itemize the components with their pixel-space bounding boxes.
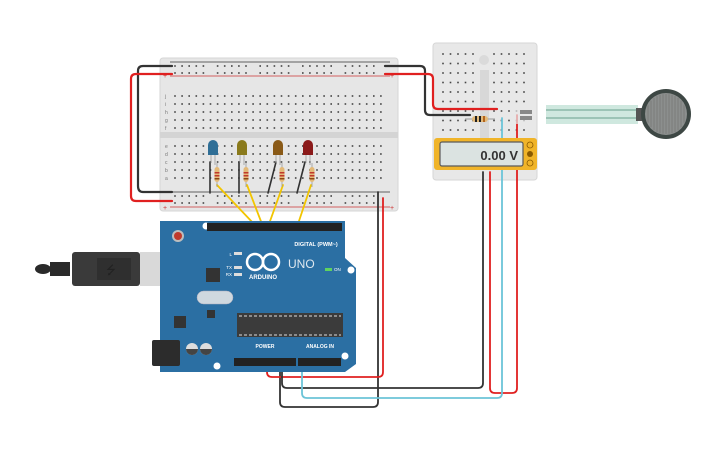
rail-plus-label-top: +	[163, 73, 167, 80]
resistor-mini[interactable]	[465, 116, 495, 122]
wire-yellow-1[interactable]	[216, 184, 255, 225]
led-tx-label: TX	[226, 265, 232, 270]
rail-plus-label-bottom: +	[163, 205, 167, 212]
terminal-a[interactable]	[526, 141, 534, 149]
wire-cyan-a0[interactable]	[301, 117, 503, 399]
wires	[129, 64, 518, 408]
power-label: POWER	[256, 344, 275, 350]
resistor[interactable]	[243, 163, 249, 187]
row-label: e	[165, 144, 168, 150]
usb-icon: ⭍	[106, 263, 116, 277]
wire-red-left[interactable]	[129, 72, 174, 203]
rail-plus-label-bottom-right: +	[390, 205, 394, 212]
digital-label: DIGITAL (PWM~)	[294, 242, 338, 248]
led-orange[interactable]	[273, 140, 283, 165]
wire-black-meter[interactable]	[281, 171, 484, 389]
model-label: UNO	[288, 257, 315, 271]
row-label: c	[165, 160, 168, 166]
brand-label: ARDUINO	[249, 275, 277, 281]
arduino-uno[interactable]: DIGITAL (PWM~) ARDUINO UNO L TX RX ON PO…	[152, 221, 356, 372]
row-label: f	[165, 126, 167, 132]
wire-yellow-4[interactable]	[297, 184, 312, 225]
wire-black-gnd[interactable]	[279, 191, 379, 408]
wire-yellow-3[interactable]	[268, 184, 284, 225]
row-label: j	[164, 94, 166, 100]
resistor[interactable]	[309, 163, 315, 187]
wire-black-top[interactable]	[383, 64, 472, 117]
power-jack	[152, 340, 180, 366]
row-label: g	[165, 118, 168, 124]
row-label: a	[165, 176, 168, 182]
row-label: b	[165, 168, 168, 174]
row-label: d	[165, 152, 168, 158]
terminal-com[interactable]	[527, 151, 533, 157]
multimeter-reading: 0.00 V	[480, 148, 518, 163]
led-rx-label: RX	[226, 272, 232, 277]
led-blue[interactable]	[208, 140, 218, 165]
wire-red-top[interactable]	[383, 72, 499, 111]
wire-red-meter[interactable]	[489, 114, 518, 394]
multimeter[interactable]: 0.00 V	[434, 138, 537, 170]
atmega-chip	[237, 313, 343, 337]
led-red[interactable]	[303, 140, 313, 165]
wire-red-5v[interactable]	[266, 197, 384, 378]
analog-label: ANALOG IN	[306, 344, 334, 350]
row-label: h	[165, 110, 168, 116]
resistor[interactable]	[279, 163, 285, 187]
arduino-logo: ARDUINO	[245, 252, 281, 281]
led-l-label: L	[229, 252, 232, 257]
on-label: ON	[334, 267, 341, 272]
row-label: i	[165, 102, 166, 108]
led-yellow[interactable]	[237, 140, 247, 165]
power-led	[325, 268, 332, 271]
resistor[interactable]	[214, 163, 220, 187]
leds	[208, 140, 315, 187]
wire-black-left[interactable]	[136, 64, 174, 194]
rail-plus-label-top-right: +	[390, 73, 394, 80]
wire-yellow-2[interactable]	[246, 184, 263, 225]
force-sensor[interactable]	[515, 89, 691, 139]
terminal-v[interactable]	[526, 159, 534, 167]
usb-cable[interactable]: ⭍	[35, 252, 168, 286]
crystal	[196, 290, 234, 305]
